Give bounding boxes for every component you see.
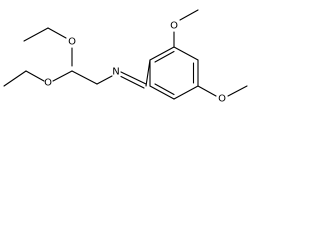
bond-ring-bottom-o bbox=[197, 85, 217, 97]
ring-bond-4 bbox=[173, 85, 199, 100]
chemical-structure-diagram: O O N O O bbox=[3, 9, 248, 105]
bond-top-o-ch3 bbox=[179, 9, 199, 21]
bond-acetal-c-ch2 bbox=[71, 70, 98, 85]
bond-acetal-c-lower-o bbox=[52, 70, 73, 82]
bond-imine-double-a bbox=[120, 71, 147, 85]
bond-lower-ch2-ch3 bbox=[3, 70, 27, 87]
bond-imine-double-b bbox=[120, 75, 145, 89]
ring-bond-5 bbox=[149, 85, 175, 100]
ring-bond-1-inner bbox=[154, 50, 175, 63]
atom-label-methoxy-o-top: O bbox=[170, 21, 178, 32]
ring-bond-1 bbox=[149, 46, 175, 61]
atom-label-ether-o-upper: O bbox=[68, 37, 76, 48]
bond-bottom-o-ch3 bbox=[227, 85, 248, 97]
bond-ch2-n bbox=[96, 75, 113, 85]
atom-label-ether-o-lower: O bbox=[44, 78, 52, 89]
ring-bond-5-inner bbox=[154, 83, 175, 96]
bond-upper-ethyl-ch3-ch2 bbox=[23, 27, 49, 42]
bond-ch-ring bbox=[145, 59, 151, 87]
ring-bond-2 bbox=[173, 46, 199, 61]
atom-label-imine-n: N bbox=[112, 67, 119, 78]
bond-upper-ethyl-ch2-o bbox=[47, 27, 67, 39]
bond-lower-o-ch2 bbox=[25, 70, 45, 82]
atom-label-methoxy-o-bottom: O bbox=[218, 94, 226, 105]
